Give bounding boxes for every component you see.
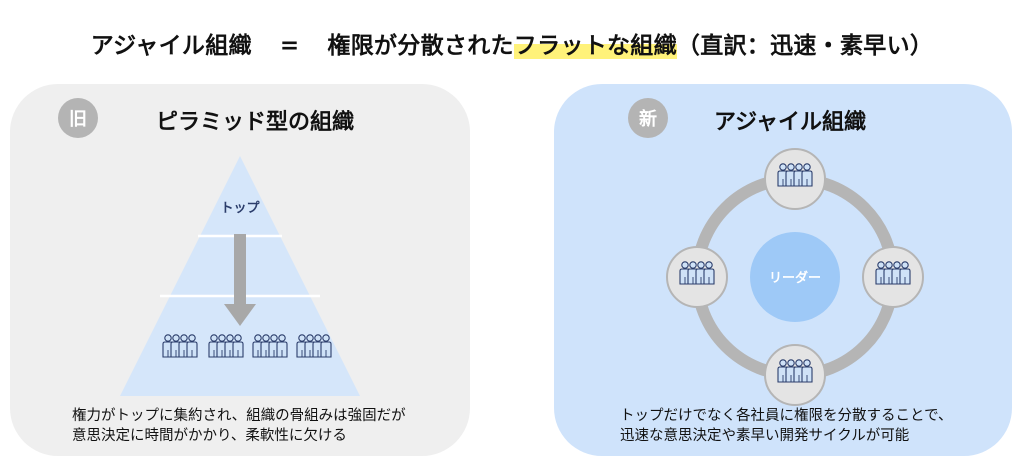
new-caption: トップだけでなく各社員に権限を分散することで、 迅速な意思決定や素早い開発サイク… <box>620 406 952 446</box>
headline-right-pre: 権限が分散された <box>327 33 514 59</box>
down-arrow-icon <box>224 234 256 326</box>
old-caption: 権力がトップに集約され、組織の骨組みは強固だが 意思決定に時間がかかり、柔軟性に… <box>72 406 406 446</box>
people-group-icon <box>875 261 911 285</box>
team-node <box>666 246 728 308</box>
headline-equals: = <box>279 33 300 59</box>
headline-highlight: フラットな組織 <box>513 33 677 59</box>
agile-organization-panel: 新 アジャイル組織 リーダー トップだけでなく各社員に権限を分散することで、 迅… <box>554 84 1012 456</box>
team-node <box>764 148 826 210</box>
pyramid-diagram: トップ <box>120 156 360 396</box>
people-group-icon <box>777 359 813 383</box>
old-caption-line-1: 権力がトップに集約され、組織の骨組みは強固だが <box>72 408 406 424</box>
people-group-icon <box>777 163 813 187</box>
agile-network-diagram: リーダー <box>666 148 924 406</box>
people-group-icon <box>162 334 198 358</box>
headline-left: アジャイル組織 <box>90 33 252 59</box>
old-badge: 旧 <box>58 98 98 138</box>
old-organization-panel: 旧 ピラミッド型の組織 トップ 権力がトップに集約され、組織の骨組みは強固だが … <box>10 84 470 456</box>
new-caption-line-1: トップだけでなく各社員に権限を分散することで、 <box>620 408 953 424</box>
people-group-icon <box>679 261 715 285</box>
staff-groups <box>162 334 332 358</box>
old-panel-title: ピラミッド型の組織 <box>156 110 355 135</box>
headline: アジャイル組織 = 権限が分散されたフラットな組織（直訳：迅速・素早い） <box>0 26 1024 60</box>
old-caption-line-2: 意思決定に時間がかかり、柔軟性に欠ける <box>72 428 347 444</box>
team-node <box>862 246 924 308</box>
people-group-icon <box>296 334 332 358</box>
new-panel-title: アジャイル組織 <box>714 110 867 135</box>
new-badge: 新 <box>628 98 668 138</box>
new-caption-line-2: 迅速な意思決定や素早い開発サイクルが可能 <box>620 428 910 444</box>
leader-label: リーダー <box>769 270 821 286</box>
pyramid-top-label: トップ <box>220 201 260 216</box>
team-node <box>764 344 826 406</box>
people-group-icon <box>208 334 244 358</box>
team-nodes <box>666 148 924 406</box>
headline-note: （直訳：迅速・素早い） <box>676 33 934 59</box>
leader-circle <box>750 232 840 322</box>
people-group-icon <box>252 334 288 358</box>
